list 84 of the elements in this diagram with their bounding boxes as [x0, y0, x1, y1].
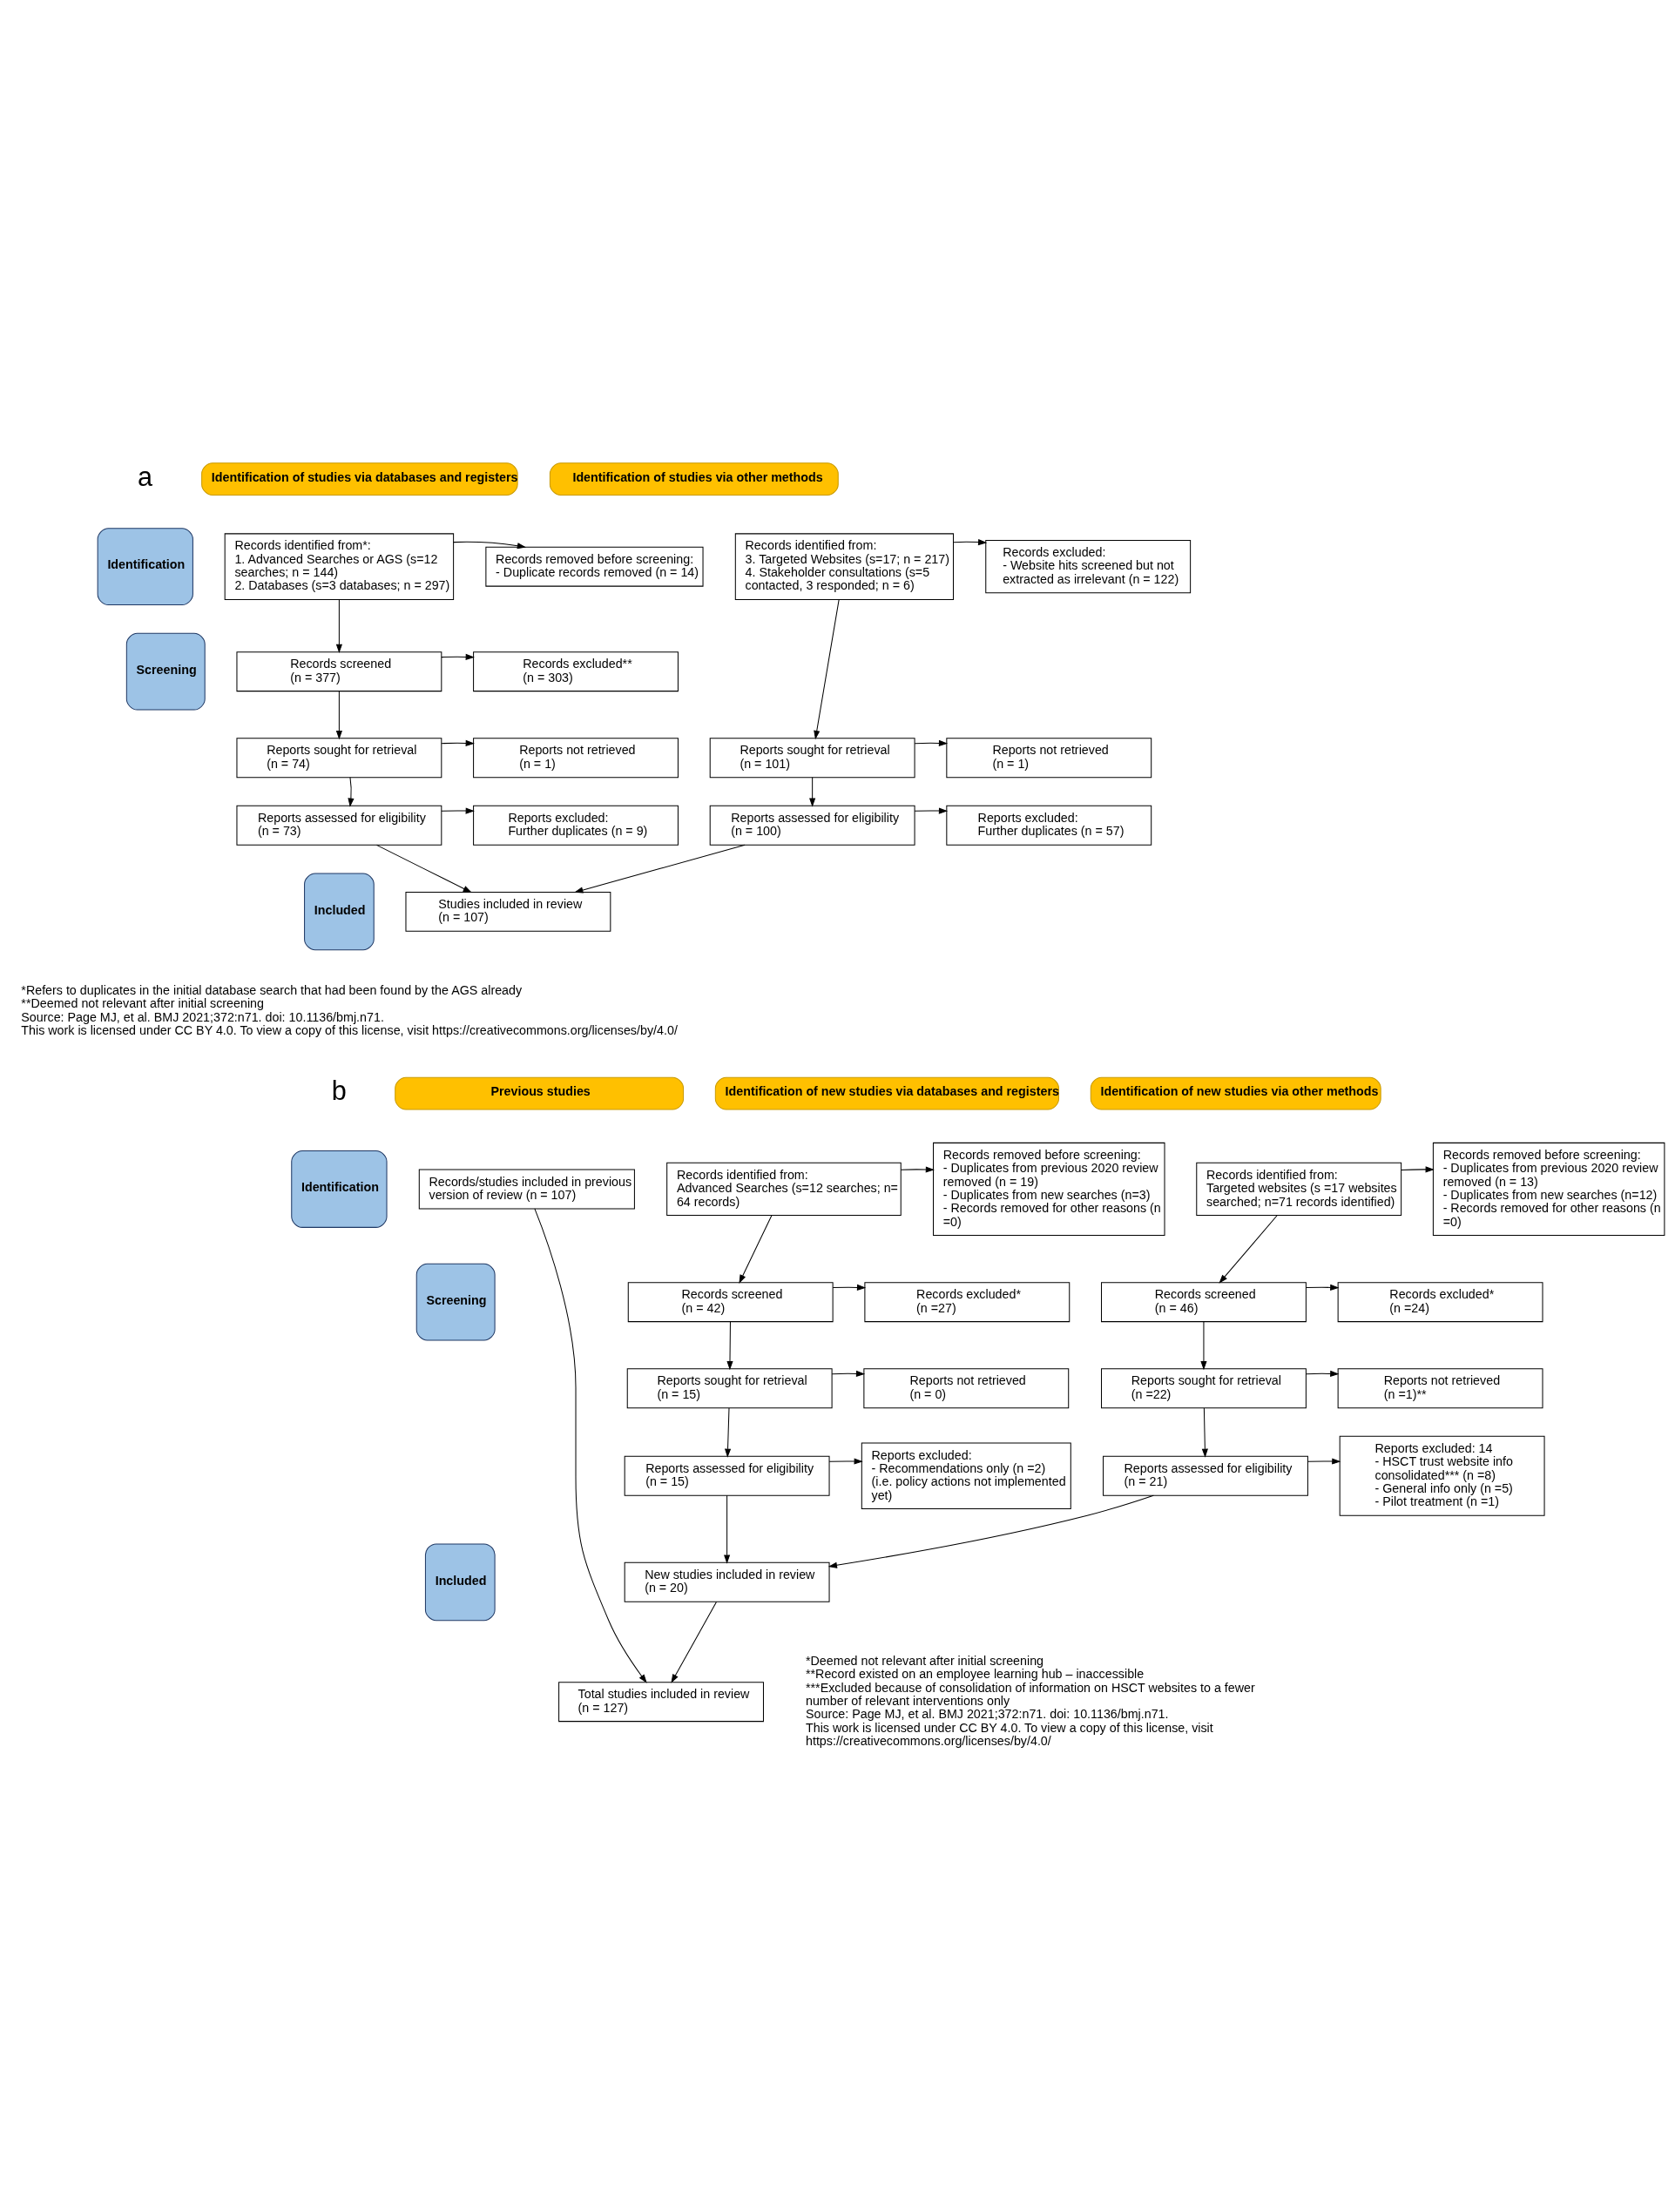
arrow: [914, 806, 948, 814]
arrow: [914, 739, 948, 746]
arrow: [335, 598, 342, 653]
node-box: Reports sought for retrieval (n = 74): [235, 737, 442, 778]
node-box: Identification: [97, 527, 193, 605]
arrow: [1201, 1407, 1208, 1458]
node-box: Reports excluded: - Recommendations only (n =2) (i.e. policy actions not implemented yet): [861, 1442, 1071, 1509]
node-box: Records identified from: 3. Targeted Websites (s=17; n = 217) 4. Stakeholder consultations (s=5 contacted, 3 responded; n = 6): [734, 532, 954, 600]
arrow: [347, 776, 354, 807]
node-box: Included: [424, 1542, 496, 1621]
node-box: Reports excluded: Further duplicates (n = 9): [472, 805, 679, 846]
node-box: Records removed before screening: - Duplicates from previous 2020 review removed (n = 19) - Duplicates from new searches (n=3) - Records removed for other reasons (n =0): [932, 1142, 1165, 1236]
arrow: [670, 1601, 717, 1683]
arrow: [452, 541, 526, 549]
label: Source: Page MJ, et al. BMJ 2021;372:n71. doi: 10.1136/bmj.n71.: [20, 1009, 384, 1024]
node-box: Reports assessed for eligibility (n = 73): [235, 805, 442, 846]
arrow: [533, 1207, 647, 1683]
arrow: [723, 1494, 730, 1564]
arrow: [1218, 1214, 1278, 1284]
arrow: [440, 739, 475, 746]
node-box: Reports assessed for eligibility (n = 15): [624, 1455, 830, 1496]
node-box: Reports excluded: 14 - HSCT trust website info consolidated*** (n =8) - General info only (n =5) - Pilot treatment (n =1): [1339, 1435, 1545, 1516]
label: a: [137, 461, 152, 491]
arrow: [1400, 1165, 1435, 1172]
arrow: [440, 653, 475, 660]
arrow: [1305, 1370, 1339, 1377]
node-box: Reports sought for retrieval (n =22): [1100, 1367, 1307, 1408]
arrow: [827, 1494, 1154, 1568]
arrow: [440, 806, 475, 814]
node-box: Identification of studies via databases and registers: [200, 462, 518, 496]
label: This work is licensed under CC BY 4.0. To view a copy of this license, visit https://creativecommons.org/licenses/by/4.0/: [805, 1720, 1213, 1748]
arrow: [726, 1320, 733, 1370]
arrow: [738, 1214, 772, 1284]
arrow: [832, 1284, 866, 1291]
node-box: Identification of new studies via databases and registers: [714, 1076, 1059, 1110]
node-box: Total studies included in review (n = 127): [557, 1681, 764, 1722]
node-box: Reports not retrieved (n =1)**: [1337, 1367, 1543, 1408]
arrow: [900, 1165, 935, 1173]
node-box: Reports not retrieved (n = 0): [862, 1367, 1069, 1408]
node-box: Included: [303, 872, 375, 950]
node-box: Screening: [125, 632, 206, 711]
arrow: [1307, 1457, 1341, 1465]
label: b: [331, 1075, 347, 1105]
arrow: [952, 538, 987, 545]
label: ***Excluded because of consolidation of information on HSCT websites to a fewer number of relevant interventions only: [805, 1680, 1255, 1708]
label: *Deemed not relevant after initial screening: [805, 1653, 1043, 1668]
node-box: Records excluded* (n =24): [1337, 1281, 1543, 1322]
arrow: [828, 1457, 863, 1465]
node-box: Studies included in review (n = 107): [404, 891, 611, 932]
node-box: New studies included in review (n = 20): [624, 1561, 830, 1602]
arrow: [335, 690, 342, 739]
label: *Refers to duplicates in the initial database search that had been found by the AGS already: [20, 982, 522, 997]
arrow: [1305, 1284, 1339, 1291]
arrow: [724, 1407, 731, 1458]
node-box: Reports assessed for eligibility (n = 21): [1102, 1455, 1308, 1496]
node-box: Records screened (n = 377): [235, 651, 442, 691]
arrow: [1199, 1320, 1207, 1370]
node-box: Reports not retrieved (n = 1): [472, 737, 679, 778]
node-box: Records identified from: Targeted websites (s =17 websites searched; n=71 records identified): [1195, 1162, 1401, 1216]
node-box: Identification of studies via other methods: [549, 462, 839, 496]
arrow: [573, 844, 746, 893]
node-box: Records excluded: - Website hits screened but not extracted as irrelevant (n = 122): [984, 539, 1191, 593]
node-box: Identification: [290, 1150, 388, 1228]
node-box: Reports excluded: Further duplicates (n = 57): [945, 805, 1152, 846]
node-box: Screening: [415, 1263, 496, 1341]
node-box: Records/studies included in previous version of review (n = 107): [418, 1169, 635, 1209]
node-box: Records identified from: Advanced Searches (s=12 searches; n= 64 records): [665, 1162, 902, 1216]
node-box: Reports assessed for eligibility (n = 100): [709, 805, 915, 846]
node-box: Records screened (n = 42): [627, 1281, 834, 1322]
arrow: [831, 1370, 865, 1377]
node-box: Records excluded** (n = 303): [472, 651, 679, 691]
arrow: [375, 844, 472, 893]
node-box: Previous studies: [394, 1076, 684, 1110]
node-box: Reports sought for retrieval (n = 15): [626, 1367, 833, 1408]
node-box: Records removed before screening: - Duplicates from previous 2020 review removed (n = 13) - Duplicates from new searches (n=12) - Records removed for other reasons (n =0): [1432, 1142, 1665, 1236]
node-box: Reports not retrieved (n = 1): [945, 737, 1152, 778]
node-box: Reports sought for retrieval (n = 101): [709, 737, 915, 778]
node-box: Records excluded* (n =27): [863, 1281, 1070, 1322]
arrow: [808, 776, 815, 807]
node-box: Records removed before screening: - Duplicate records removed (n = 14): [484, 546, 704, 587]
node-box: Records screened (n = 46): [1100, 1281, 1307, 1322]
node-box: Identification of new studies via other methods: [1090, 1076, 1381, 1110]
node-box: Records identified from*: 1. Advanced Searches or AGS (s=12 searches; n = 144) 2. Databases (s=3 databases; n = 297): [224, 532, 454, 600]
arrow: [813, 598, 840, 739]
